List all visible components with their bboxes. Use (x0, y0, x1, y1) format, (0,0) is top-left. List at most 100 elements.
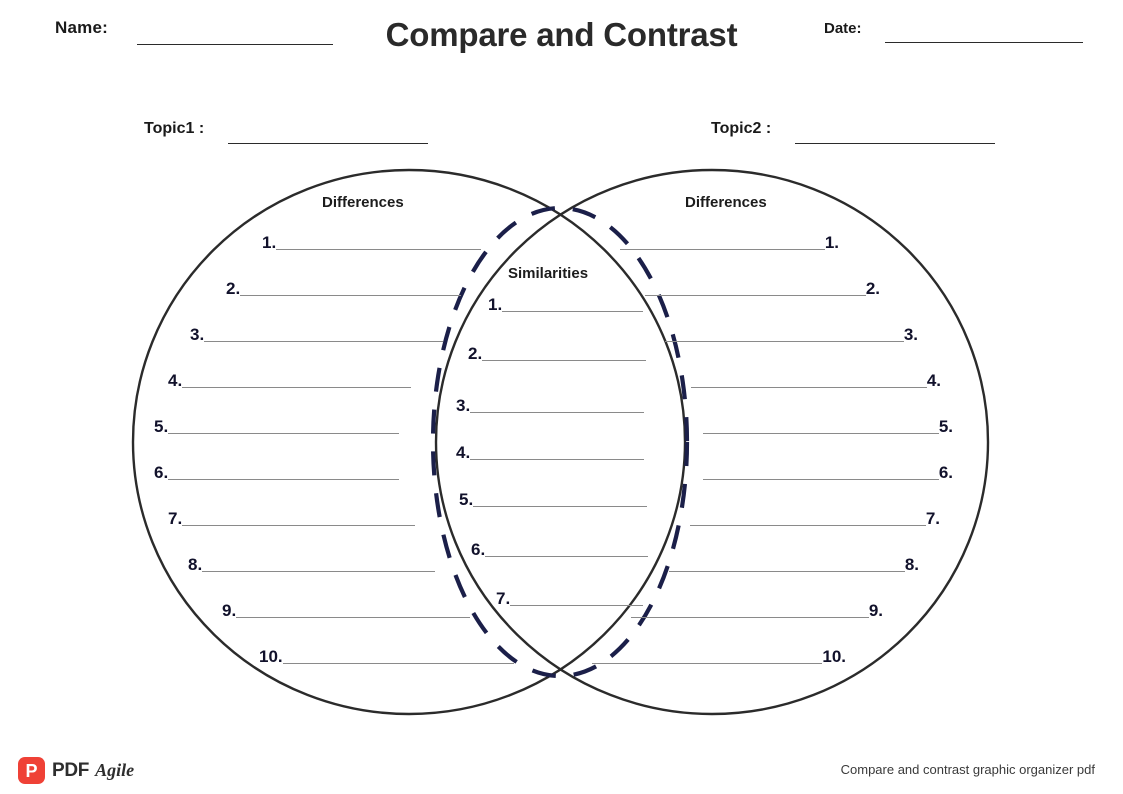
write-in-line[interactable] (665, 341, 904, 342)
write-in-line[interactable] (703, 479, 939, 480)
item-number: 10. (822, 647, 846, 666)
write-in-line[interactable] (204, 341, 443, 342)
worksheet-header: Name: Compare and Contrast Date: (0, 0, 1123, 70)
pdfagile-logo-icon: P (18, 757, 45, 784)
list-item[interactable]: 2. (468, 341, 646, 363)
list-item[interactable]: 10. (259, 644, 514, 666)
list-item[interactable]: 9. (222, 598, 470, 620)
list-item[interactable]: 6. (703, 460, 953, 482)
item-number: 2. (865, 279, 880, 298)
item-number: 8. (904, 555, 919, 574)
list-item[interactable]: 4. (456, 440, 644, 462)
write-in-line[interactable] (282, 663, 514, 664)
list-item[interactable]: 10. (592, 644, 846, 666)
write-in-line[interactable] (276, 249, 481, 250)
list-item[interactable]: 1. (488, 292, 643, 314)
item-number: 9. (868, 601, 883, 620)
write-in-line[interactable] (690, 525, 926, 526)
topic2-write-in-line[interactable] (795, 143, 995, 144)
write-in-line[interactable] (168, 433, 399, 434)
name-write-in-line[interactable] (137, 44, 333, 45)
write-in-line[interactable] (631, 617, 869, 618)
left-differences-heading: Differences (322, 194, 404, 211)
logo-letter: P (25, 760, 38, 781)
write-in-line[interactable] (669, 571, 905, 572)
item-number: 6. (154, 463, 169, 482)
list-item[interactable]: 2. (645, 276, 880, 298)
write-in-line[interactable] (470, 459, 644, 460)
write-in-line[interactable] (620, 249, 825, 250)
list-item[interactable]: 5. (459, 487, 647, 509)
item-number: 3. (456, 396, 471, 415)
write-in-line[interactable] (240, 295, 461, 296)
write-in-line[interactable] (691, 387, 927, 388)
item-number: 3. (190, 325, 205, 344)
item-number: 6. (471, 540, 486, 559)
topic1-label: Topic1 : (144, 120, 205, 137)
topic1-write-in-line[interactable] (228, 143, 428, 144)
write-in-line[interactable] (236, 617, 470, 618)
write-in-line[interactable] (592, 663, 823, 664)
list-item[interactable]: 8. (669, 552, 919, 574)
write-in-line[interactable] (485, 556, 648, 557)
item-number: 6. (938, 463, 953, 482)
page-title: Compare and Contrast (385, 16, 738, 53)
write-in-line[interactable] (510, 605, 643, 606)
list-item[interactable]: 1. (620, 230, 839, 252)
date-write-in-line[interactable] (885, 42, 1083, 43)
list-item[interactable]: 5. (703, 414, 953, 436)
pdfagile-logo[interactable]: P PDF Agile (18, 757, 134, 784)
list-item[interactable]: 3. (665, 322, 918, 344)
item-number: 7. (496, 589, 511, 608)
list-item[interactable]: 1. (262, 230, 481, 252)
write-in-line[interactable] (502, 311, 643, 312)
item-number: 10. (259, 647, 283, 666)
item-number: 2. (226, 279, 241, 298)
list-item[interactable]: 4. (168, 368, 411, 390)
write-in-line[interactable] (482, 360, 646, 361)
item-number: 5. (459, 490, 474, 509)
footer-caption: Compare and contrast graphic organizer p… (840, 762, 1095, 777)
list-item[interactable]: 4. (691, 368, 941, 390)
item-number: 1. (262, 233, 277, 252)
write-in-line[interactable] (182, 387, 411, 388)
list-item[interactable]: 3. (190, 322, 443, 344)
write-in-line[interactable] (168, 479, 399, 480)
item-number: 5. (154, 417, 169, 436)
item-number: 7. (925, 509, 940, 528)
list-item[interactable]: 9. (631, 598, 883, 620)
list-item[interactable]: 7. (168, 506, 415, 528)
item-number: 2. (468, 344, 483, 363)
write-in-line[interactable] (182, 525, 415, 526)
item-number: 5. (938, 417, 953, 436)
item-number: 9. (222, 601, 237, 620)
write-in-line[interactable] (703, 433, 939, 434)
list-item[interactable]: 6. (471, 537, 648, 559)
list-item[interactable]: 8. (188, 552, 435, 574)
item-number: 4. (456, 443, 471, 462)
logo-text-agile: Agile (95, 760, 135, 780)
similarities-heading: Similarities (508, 265, 589, 282)
right-differences-heading: Differences (685, 194, 767, 211)
list-item[interactable]: 7. (690, 506, 940, 528)
write-in-line[interactable] (202, 571, 435, 572)
topic2-label: Topic2 : (711, 120, 772, 137)
logo-text-pdf: PDF (52, 759, 90, 781)
name-label: Name: (55, 18, 108, 37)
write-in-line[interactable] (645, 295, 866, 296)
write-in-line[interactable] (473, 506, 647, 507)
item-number: 1. (488, 295, 503, 314)
item-number: 3. (903, 325, 918, 344)
date-label: Date: (824, 20, 862, 37)
list-item[interactable]: 7. (496, 586, 643, 608)
list-item[interactable]: 3. (456, 393, 644, 415)
item-number: 4. (168, 371, 183, 390)
item-number: 7. (168, 509, 183, 528)
item-number: 1. (824, 233, 839, 252)
item-number: 4. (926, 371, 941, 390)
write-in-line[interactable] (470, 412, 644, 413)
list-item[interactable]: 6. (154, 460, 399, 482)
list-item[interactable]: 5. (154, 414, 399, 436)
list-item[interactable]: 2. (226, 276, 461, 298)
item-number: 8. (188, 555, 203, 574)
